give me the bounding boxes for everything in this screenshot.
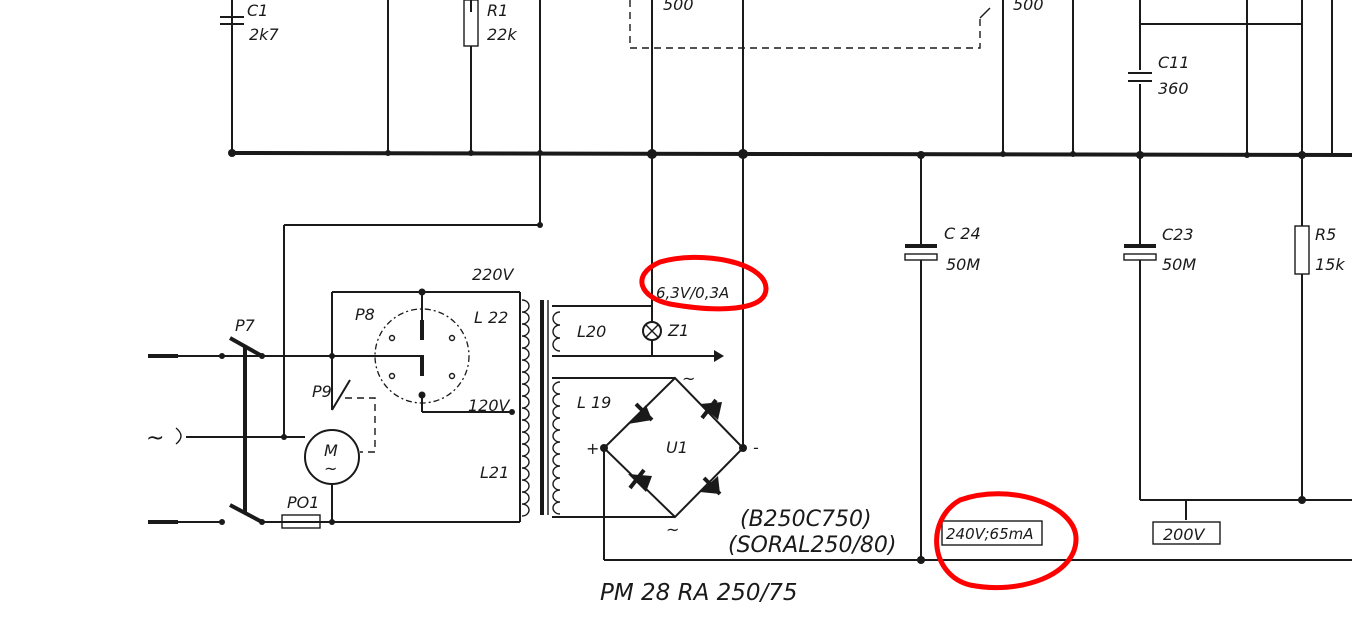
c1-value: 2k7 [249,25,279,44]
motor-label: M [324,441,338,460]
u1-bridge-rectifier [602,376,745,519]
supply-rating-label: 240V;65mA [946,525,1034,543]
voltage-box-200v [1152,521,1221,545]
lamp-rating-label: 6,3V/0,3A [656,284,729,302]
p9-label: P9 [312,382,332,401]
tap-120v-label: 120V [468,396,511,415]
top-value-right: 500 [1013,0,1044,14]
r1-resistor-symbol [463,0,479,47]
r1-value: 22k [487,25,517,44]
coil-winding [552,381,561,515]
c23-capacitor-symbol [1123,155,1352,520]
p8-voltage-selector [374,288,521,415]
top-wires [231,0,1333,153]
c24-value: 50M [946,255,980,274]
r1-label: R1 [487,1,508,20]
po1-fuse-symbol [281,514,321,529]
model-label: PM 28 RA 250/75 [600,580,798,606]
main-bus-line [229,151,1352,157]
z1-label: Z1 [667,321,689,340]
mains-input-wiring [148,336,420,525]
transformer-primary-coil [521,299,530,517]
z1-lamp-symbol [642,321,662,341]
transformer-core [540,300,549,515]
highlight-lamp-rating [639,254,769,312]
u1-label: U1 [666,438,688,457]
bridge-minus-label: - [753,438,759,457]
c11-label: C11 [1158,53,1190,72]
po1-label: PO1 [287,493,319,512]
transformer-secondary-l20 [552,311,561,352]
coil-winding [521,299,530,517]
bridge-plus-label: + [586,439,599,458]
bus-junction-dots [228,149,1306,159]
l22-label: L 22 [474,308,508,327]
c23-value: 50M [1162,255,1196,274]
r5-value: 15k [1315,255,1345,274]
p7-label: P7 [235,316,256,335]
c24-label: C 24 [944,224,981,243]
c23-label: C23 [1162,225,1194,244]
shield-box-dashed [629,0,981,49]
top-right-bend [979,7,991,19]
rectifier-alt-label: (SORAL250/80) [728,533,896,558]
top-value-left: 500 [663,0,694,14]
motor-ac-symbol: ~ [324,459,337,478]
motor-symbol [304,429,360,485]
bridge-ac-bottom-label: ~ [666,520,679,539]
r5-label: R5 [1315,225,1336,244]
highlight-supply-rating [934,491,1079,591]
l19-label: L 19 [577,393,611,412]
bridge-ac-top-label: ~ [682,369,695,388]
transformer-secondary-l19 [552,381,561,515]
tap-200v-label: 200V [1163,525,1206,544]
rectifier-type-label: (B250C750) [740,507,872,532]
voltage-box-240v [941,520,1043,546]
l20-label: L20 [577,322,606,341]
primary-feed-wiring [281,153,543,525]
c1-label: C1 [247,1,268,20]
c11-value: 360 [1158,79,1189,98]
l21-label: L21 [480,463,509,482]
tap-220v-label: 220V [472,265,515,284]
mains-ac-symbol: ~ [146,426,164,451]
c11-capacitor-symbol [1128,72,1152,82]
r5-resistor-symbol [1294,155,1310,500]
coil-winding [552,311,561,352]
c1-capacitor-symbol [220,16,244,25]
c24-capacitor-symbol [904,155,938,564]
p8-label: P8 [355,305,375,324]
